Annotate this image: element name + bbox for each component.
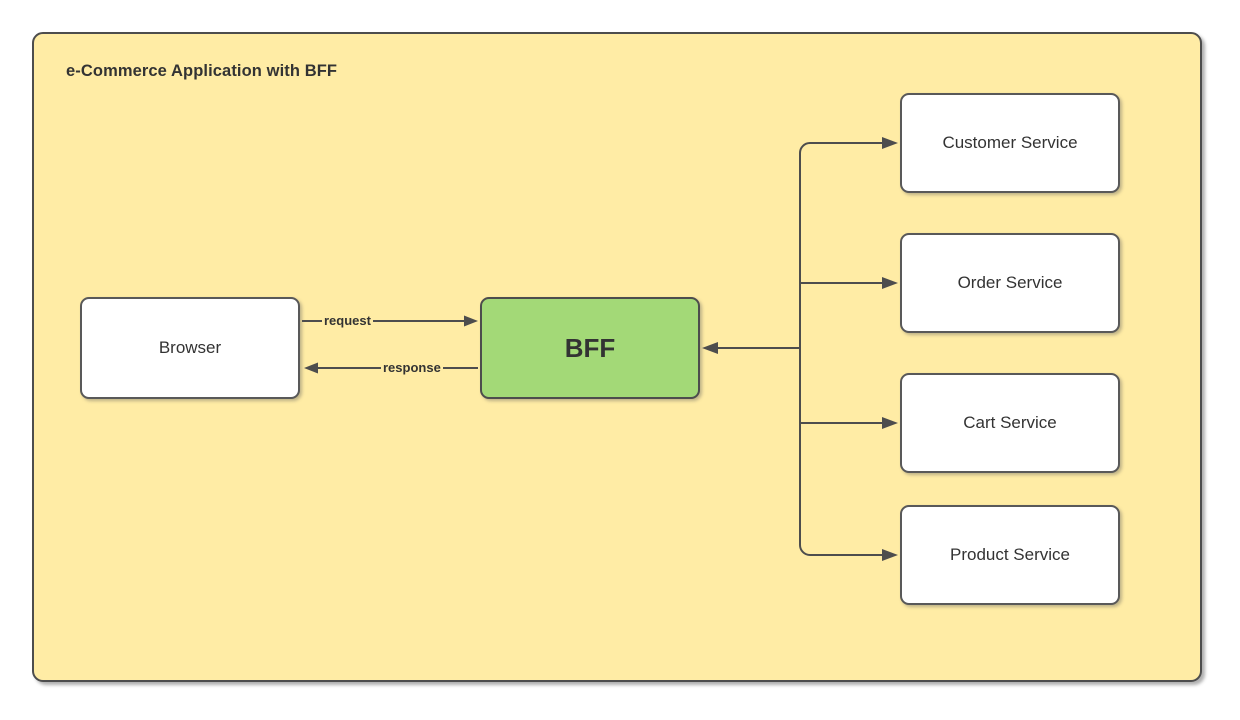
node-product-service-label: Product Service xyxy=(950,545,1070,564)
container-title: e-Commerce Application with BFF xyxy=(66,62,338,80)
node-browser[interactable]: Browser xyxy=(80,297,300,399)
node-order-service-label: Order Service xyxy=(957,273,1063,292)
edge-label-request: request xyxy=(322,313,373,328)
node-bff-label: BFF xyxy=(564,332,616,363)
node-product-service[interactable]: Product Service xyxy=(900,505,1120,605)
node-order-service[interactable]: Order Service xyxy=(900,233,1120,333)
node-cart-service-label: Cart Service xyxy=(963,413,1057,432)
node-browser-label: Browser xyxy=(158,338,222,357)
node-bff[interactable]: BFF xyxy=(480,297,700,399)
edge-label-response: response xyxy=(381,360,443,375)
node-cart-service[interactable]: Cart Service xyxy=(900,373,1120,473)
node-customer-service[interactable]: Customer Service xyxy=(900,93,1120,193)
node-customer-service-label: Customer Service xyxy=(942,133,1078,152)
